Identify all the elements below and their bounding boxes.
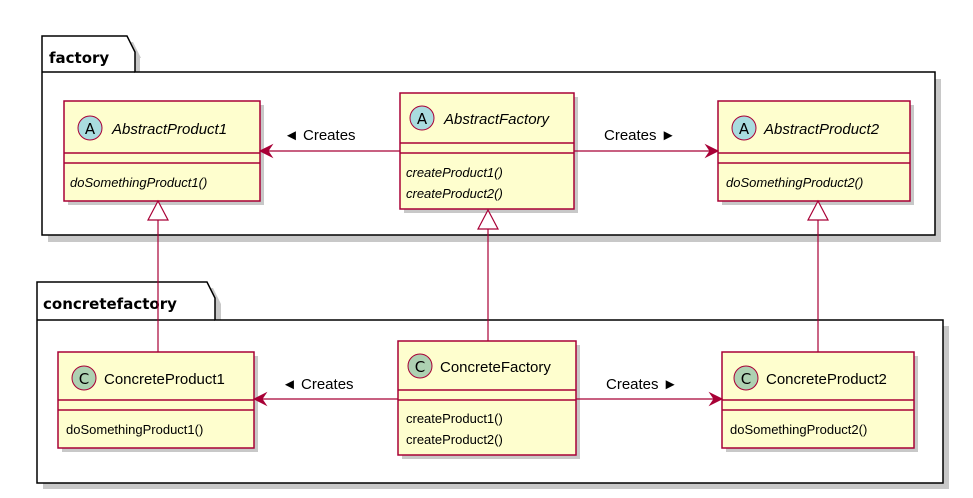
relation-label: ◄ Creates [284, 127, 356, 144]
inheritance-arrow-head [477, 208, 499, 230]
class-method: doSomethingProduct2() [726, 175, 863, 190]
class-method: doSomethingProduct1() [70, 175, 207, 190]
class-icon [733, 365, 759, 391]
class-name: ConcreteFactory [440, 359, 551, 376]
class-concrete-product2: C ConcreteProduct2 doSomethingProduct2() [721, 351, 918, 452]
relation-label: ◄ Creates [282, 376, 354, 393]
class-icon [71, 365, 97, 391]
arrow-head [704, 143, 720, 159]
relation-label: Creates ► [606, 376, 678, 393]
relation-abstractfactory-creates-abstractproduct2: Creates ► [574, 127, 720, 159]
class-method: createProduct2() [406, 186, 503, 201]
abstract-class-icon [77, 115, 103, 141]
relation-abstractfactory-creates-abstractproduct1: ◄ Creates [258, 127, 400, 159]
inheritance-concretefactory-abstractfactory [477, 208, 499, 341]
class-name: AbstractFactory [443, 111, 551, 128]
class-abstract-product2: A AbstractProduct2 doSomethingProduct2() [717, 100, 914, 205]
relation-label: Creates ► [604, 127, 676, 144]
class-stereotype-letter: C [79, 370, 89, 388]
class-concrete-factory: C ConcreteFactory createProduct1() creat… [397, 340, 580, 459]
package-label-concretefactory: concretefactory [43, 295, 177, 313]
abstract-stereotype-letter: A [739, 120, 750, 138]
arrow-head [252, 391, 268, 407]
inheritance-arrow-head [147, 199, 169, 221]
class-method: doSomethingProduct2() [730, 422, 867, 437]
abstract-class-icon [731, 115, 757, 141]
class-name: ConcreteProduct1 [104, 371, 225, 388]
abstract-stereotype-letter: A [417, 110, 428, 128]
class-abstract-product1: A AbstractProduct1 doSomethingProduct1() [63, 100, 264, 205]
class-abstract-factory: A AbstractFactory createProduct1() creat… [399, 92, 578, 213]
class-method: createProduct2() [406, 432, 503, 447]
class-name: ConcreteProduct2 [766, 371, 887, 388]
inheritance-concreteproduct1-abstractproduct1 [147, 199, 169, 352]
arrow-head [708, 391, 724, 407]
relation-concretefactory-creates-concreteproduct1: ◄ Creates [252, 376, 398, 407]
inheritance-arrow-head [807, 199, 829, 221]
class-icon [407, 353, 433, 379]
class-method: doSomethingProduct1() [66, 422, 203, 437]
class-concrete-product1: C ConcreteProduct1 doSomethingProduct1() [57, 351, 258, 452]
class-method: createProduct1() [406, 411, 503, 426]
abstract-class-icon [409, 105, 435, 131]
arrow-head [258, 143, 274, 159]
class-stereotype-letter: C [415, 358, 425, 376]
class-name: AbstractProduct1 [111, 121, 227, 138]
relation-concretefactory-creates-concreteproduct2: Creates ► [576, 376, 724, 407]
abstract-stereotype-letter: A [85, 120, 96, 138]
inheritance-concreteproduct2-abstractproduct2 [807, 199, 829, 352]
class-name: AbstractProduct2 [763, 121, 880, 138]
class-stereotype-letter: C [741, 370, 751, 388]
package-label-factory: factory [49, 49, 109, 67]
class-method: createProduct1() [406, 165, 503, 180]
